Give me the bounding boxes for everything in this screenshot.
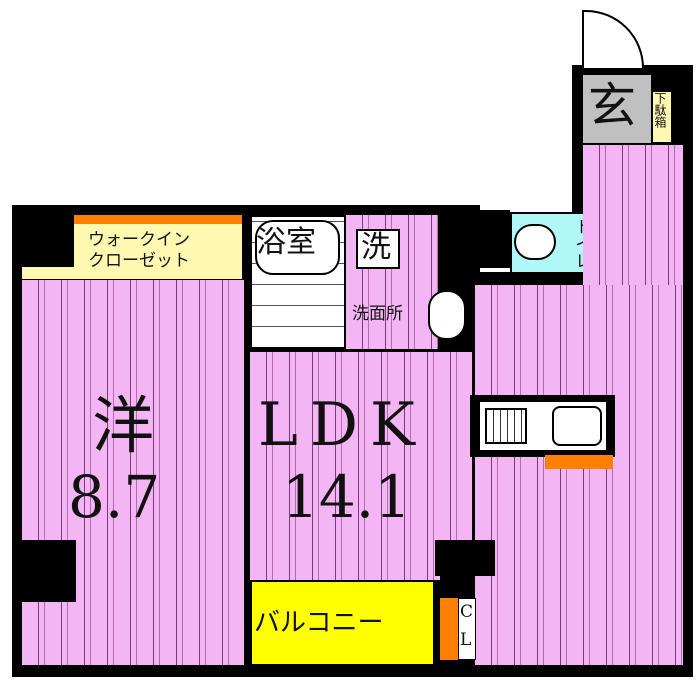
pillar bbox=[22, 540, 76, 602]
closet bbox=[440, 598, 460, 660]
walk-in-closet-label-1: ウォークイン bbox=[88, 230, 190, 250]
wash-basin bbox=[428, 290, 466, 340]
washer-space bbox=[356, 229, 400, 269]
ldk-label: LDK bbox=[258, 390, 427, 460]
ldk-size: 14.1 bbox=[282, 463, 412, 531]
entrance-door bbox=[582, 10, 644, 68]
washroom-label: 洗面所 bbox=[352, 304, 403, 324]
ldk-bottom bbox=[250, 560, 440, 580]
hallway bbox=[583, 145, 683, 285]
entrance-label: 玄 bbox=[588, 78, 637, 134]
washer-label: 洗 bbox=[361, 230, 391, 265]
western-room-size: 8.7 bbox=[68, 463, 161, 531]
ldk-right bbox=[475, 285, 683, 665]
closet-door bbox=[458, 598, 476, 660]
stove-icon bbox=[485, 408, 527, 444]
balcony bbox=[250, 580, 435, 666]
closet-label-c: C bbox=[460, 602, 474, 622]
pillar bbox=[445, 210, 510, 268]
entrance bbox=[583, 75, 651, 143]
shoe-box bbox=[651, 90, 673, 144]
western-room-kanji: 洋 bbox=[92, 389, 155, 462]
closet-label-l: L bbox=[460, 630, 472, 650]
bathtub bbox=[255, 220, 340, 275]
walk-in-closet-label-2: クローゼット bbox=[88, 251, 190, 271]
sink-icon bbox=[552, 406, 602, 446]
kitchen-cabinet bbox=[545, 455, 613, 469]
pillar bbox=[435, 540, 495, 576]
shoe-box-label: 下駄箱 bbox=[653, 92, 667, 128]
pillar bbox=[22, 215, 74, 267]
toilet-bowl bbox=[514, 224, 556, 260]
ldk-left bbox=[250, 352, 472, 574]
balcony-label: バルコニー bbox=[254, 608, 384, 638]
bath-label: 浴室 bbox=[256, 225, 316, 260]
